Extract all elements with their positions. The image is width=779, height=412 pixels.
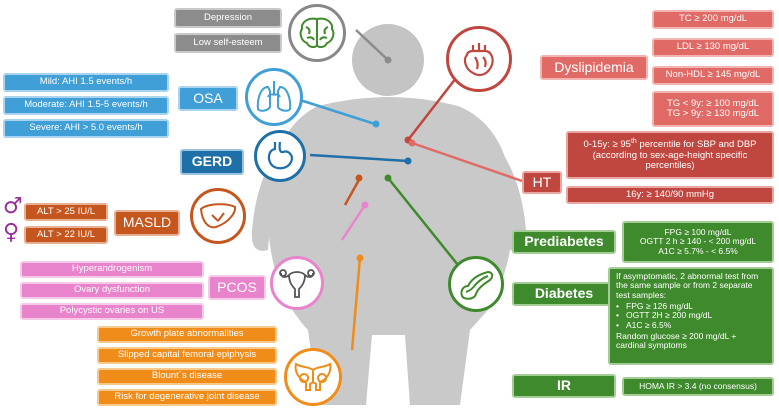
bones-growth-plate-box: Growth plate abnormalities [97, 326, 277, 343]
bones-scfe-box: Slipped capital femoral epiphysis [97, 347, 277, 364]
diabetes-random-glucose: Random glucose ≥ 200 mg/dL + cardinal sy… [616, 331, 737, 351]
prediabetes-a1c: A1C ≥ 5.7% - < 6.5% [658, 245, 738, 256]
female-symbol: ♀ [3, 220, 20, 245]
osa-mild-box: Mild: AHI 1.5 events/h [3, 73, 169, 92]
tg-over-9-label: TG > 9y: ≥ 130 mg/dL [666, 108, 760, 119]
dyslipidemia-nonhdl-box: Non-HDL ≥ 145 mg/dL [652, 66, 774, 85]
dyslipidemia-tg-box: TG < 9y: ≥ 100 mg/dL TG > 9y: ≥ 130 mg/d… [652, 91, 774, 127]
pcos-title: PCOS [208, 275, 266, 300]
depression-box: Depression [174, 8, 282, 28]
diabetes-title: Diabetes [512, 282, 616, 306]
dyslipidemia-title: Dyslipidemia [540, 55, 648, 80]
ht-children-sup: th [630, 138, 637, 146]
ht-children-line1: 0-15y: ≥ 95 [583, 139, 631, 151]
stomach-icon [254, 130, 306, 182]
ht-adult-box: 16y: ≥ 140/90 mmHg [566, 186, 774, 204]
bones-blount-box: Blount´s disease [97, 368, 277, 385]
liver-icon [190, 188, 246, 244]
ht-children-line2: (according to sex-age-height specific [592, 149, 748, 161]
lungs-icon [245, 68, 303, 126]
brain-icon [288, 4, 346, 62]
male-symbol: ♂ [3, 194, 23, 219]
pcos-polycystic-box: Polycystic ovaries on US [20, 303, 204, 320]
diabetes-a1c: A1C ≥ 6.5% [616, 320, 712, 331]
ir-title: IR [512, 374, 616, 398]
diabetes-criteria-box: If asymptomatic, 2 abnormal test from th… [608, 267, 774, 365]
heart-icon [446, 26, 512, 92]
ir-criterion-box: HOMA IR > 3.4 (no consensus) [622, 377, 774, 396]
low-self-esteem-box: Low self-esteem [174, 33, 282, 53]
osa-title: OSA [178, 86, 238, 111]
ht-title: HT [522, 171, 562, 194]
pelvis-icon [284, 348, 342, 406]
diabetes-ogtt: OGTT 2H ≥ 200 mg/dL [616, 311, 712, 322]
diabetes-bullet-list: FPG ≥ 126 mg/dL OGTT 2H ≥ 200 mg/dL A1C … [616, 301, 712, 331]
dyslipidemia-tc-box: TC ≥ 200 mg/dL [652, 10, 774, 29]
masld-alt-male-box: ALT > 25 IU/L [24, 203, 108, 221]
osa-severe-box: Severe: AHI > 5.0 events/h [3, 119, 169, 138]
diabetes-intro: If asymptomatic, 2 abnormal test from th… [616, 271, 759, 300]
ht-children-line3: percentiles) [645, 160, 695, 172]
prediabetes-fpg: FPG ≥ 100 mg/dL [664, 226, 732, 237]
pcos-hyperandrogenism-box: Hyperandrogenism [20, 261, 204, 278]
uterus-icon [270, 256, 324, 310]
prediabetes-criteria-box: FPG ≥ 100 mg/dL OGTT 2 h ≥ 140 - < 200 m… [622, 221, 774, 263]
diabetes-fpg: FPG ≥ 126 mg/dL [616, 301, 712, 312]
tg-under-9-label: TG < 9y: ≥ 100 mg/dL [666, 97, 760, 109]
gerd-title: GERD [180, 149, 244, 175]
ht-children-box: 0-15y: ≥ 95th percentile for SBP and DBP… [566, 131, 774, 179]
osa-moderate-box: Moderate: AHI 1.5-5 events/h [3, 96, 169, 115]
prediabetes-title: Prediabetes [512, 230, 616, 254]
dyslipidemia-ldl-box: LDL ≥ 130 mg/dL [652, 38, 774, 57]
prediabetes-ogtt: OGTT 2 h ≥ 140 - < 200 mg/dL [639, 236, 757, 247]
pcos-ovary-dysfunction-box: Ovary dysfunction [20, 282, 204, 299]
pancreas-icon [448, 256, 504, 312]
bones-degenerative-box: Risk for degenerative joint disease [97, 389, 277, 406]
masld-title: MASLD [114, 210, 180, 236]
masld-alt-female-box: ALT > 22 IU/L [24, 226, 108, 244]
ht-children-line1-rest: percentile for SBP and DBP [636, 139, 757, 151]
